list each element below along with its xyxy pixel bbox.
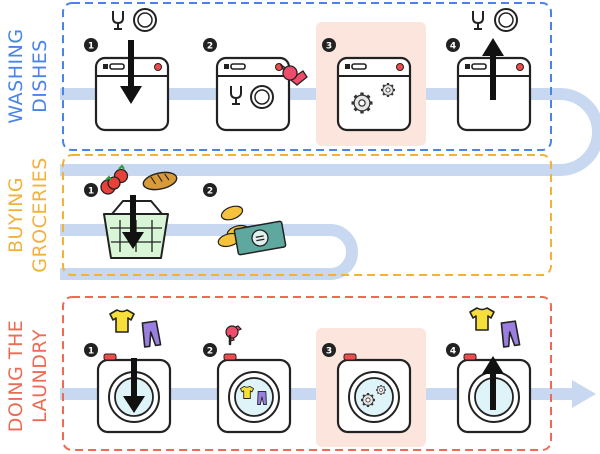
step-number: 2 [207,42,213,52]
washing-step-1: 1 [84,8,170,132]
step-number: 3 [326,42,332,52]
shirt-icon [469,307,495,331]
plate-icon [133,8,157,32]
washing-step-4: 4 [446,8,532,132]
banknote-icon [233,220,287,256]
step-number-badge [84,38,98,52]
pants-icon [140,320,162,348]
pressing-hand-icon [279,63,308,86]
arrow-up-icon [482,356,504,410]
laundry-step-3: 3 [316,328,426,447]
arrow-down-icon [123,358,145,413]
arrow-down-icon [120,40,142,104]
section-title-line1: DOING THE [5,320,27,433]
arrow-down-icon [122,195,144,249]
gear-icon [375,384,387,396]
gear-icon [379,81,397,99]
section-title-line2: DISHES [29,39,51,113]
glass-icon [112,10,124,30]
laundry-step-1: 1 [84,309,172,434]
section-frame-laundry [62,296,552,451]
tomato-icon [100,164,129,195]
glass-icon [472,10,484,30]
step-number: 1 [88,42,94,52]
step-number: 1 [88,347,94,357]
step-number: 4 [450,42,456,52]
washing-step-3: 3 [316,22,426,146]
section-title-line1: BUYING [5,177,27,253]
plate-icon [494,8,518,32]
step-number: 3 [326,347,332,357]
laundry-step-4: 4 [446,307,532,434]
section-title-line2: GROCERIES [29,157,51,273]
gear-icon [359,391,377,409]
step-number: 2 [207,187,213,197]
groceries-step-1: 1 [84,164,178,259]
flow-arrowhead [572,380,596,408]
plate-icon [250,85,274,109]
section-washing-dishes: WASHING DISHES 1 2 [5,2,552,151]
washing-machine-icon [336,352,412,434]
dishwasher-icon [336,56,412,132]
arrow-up-icon [482,38,504,100]
section-frame-groceries [62,154,552,276]
section-buying-groceries: BUYING GROCERIES 1 [5,154,552,276]
section-title-line1: WASHING [5,28,27,123]
washing-machine-icon [216,352,292,434]
bread-icon [142,171,178,191]
step-number: 4 [450,347,456,357]
section-doing-laundry: DOING THE LAUNDRY 1 2 [5,296,552,451]
step-number: 1 [88,187,94,197]
step-number: 2 [207,347,213,357]
section-frame-washing [62,2,552,151]
washing-step-2: 2 [203,38,308,132]
pants-icon [499,320,521,348]
pressing-hand-icon [224,324,243,346]
groceries-step-2: 2 [203,183,287,256]
laundry-step-2: 2 [203,324,292,434]
shirt-icon [109,309,135,333]
section-title-line2: LAUNDRY [29,329,51,423]
